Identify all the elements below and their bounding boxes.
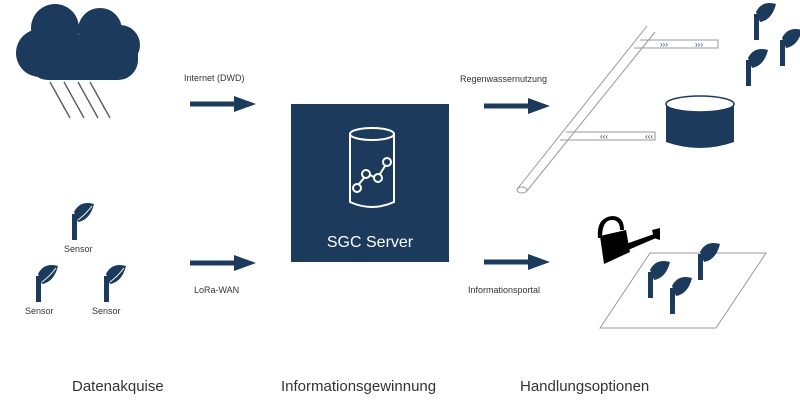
rainwater-label: Regenwassernutzung xyxy=(460,74,548,84)
sgc-server: SGC Server xyxy=(291,104,449,262)
plant-icon xyxy=(780,29,800,66)
svg-text:›››: ››› xyxy=(660,40,668,49)
rain-cloud-icon xyxy=(16,4,140,119)
sensor-label: Sensor xyxy=(92,306,121,316)
arrow-icon xyxy=(190,255,256,271)
arrow-icon xyxy=(190,96,256,112)
sensor-label: Sensor xyxy=(25,306,54,316)
plant-icon xyxy=(698,243,720,280)
plant-sensor-icon xyxy=(104,265,126,302)
plant-icon xyxy=(754,3,776,40)
plant-sensor-icon xyxy=(36,265,58,302)
plant-icon xyxy=(746,49,768,86)
plant-icon xyxy=(648,261,670,298)
sensor-label: Sensor xyxy=(64,244,93,254)
section-processing: Informationsgewinnung xyxy=(281,378,437,395)
pipe-icon: ››› ››› ‹‹‹ ‹‹‹ xyxy=(516,25,719,194)
arrow-icon xyxy=(484,98,550,114)
lora-label: LoRa-WAN xyxy=(194,285,240,295)
plant-sensor-icon xyxy=(72,203,94,240)
water-tank-icon xyxy=(665,95,735,148)
field-icon xyxy=(599,252,767,329)
section-actions: Handlungsoptionen xyxy=(520,378,650,395)
internet-label: Internet (DWD) xyxy=(184,73,245,83)
section-acquisition: Datenakquise xyxy=(72,378,164,395)
svg-text:‹‹‹: ‹‹‹ xyxy=(600,132,608,141)
server-label: SGC Server xyxy=(326,234,414,251)
database-chart-icon xyxy=(349,127,395,208)
portal-label: Informationsportal xyxy=(468,285,541,295)
svg-text:›››: ››› xyxy=(695,40,703,49)
svg-text:‹‹‹: ‹‹‹ xyxy=(645,132,653,141)
arrow-icon xyxy=(484,254,550,270)
watering-can-icon xyxy=(597,216,660,264)
plant-icon xyxy=(670,277,692,314)
